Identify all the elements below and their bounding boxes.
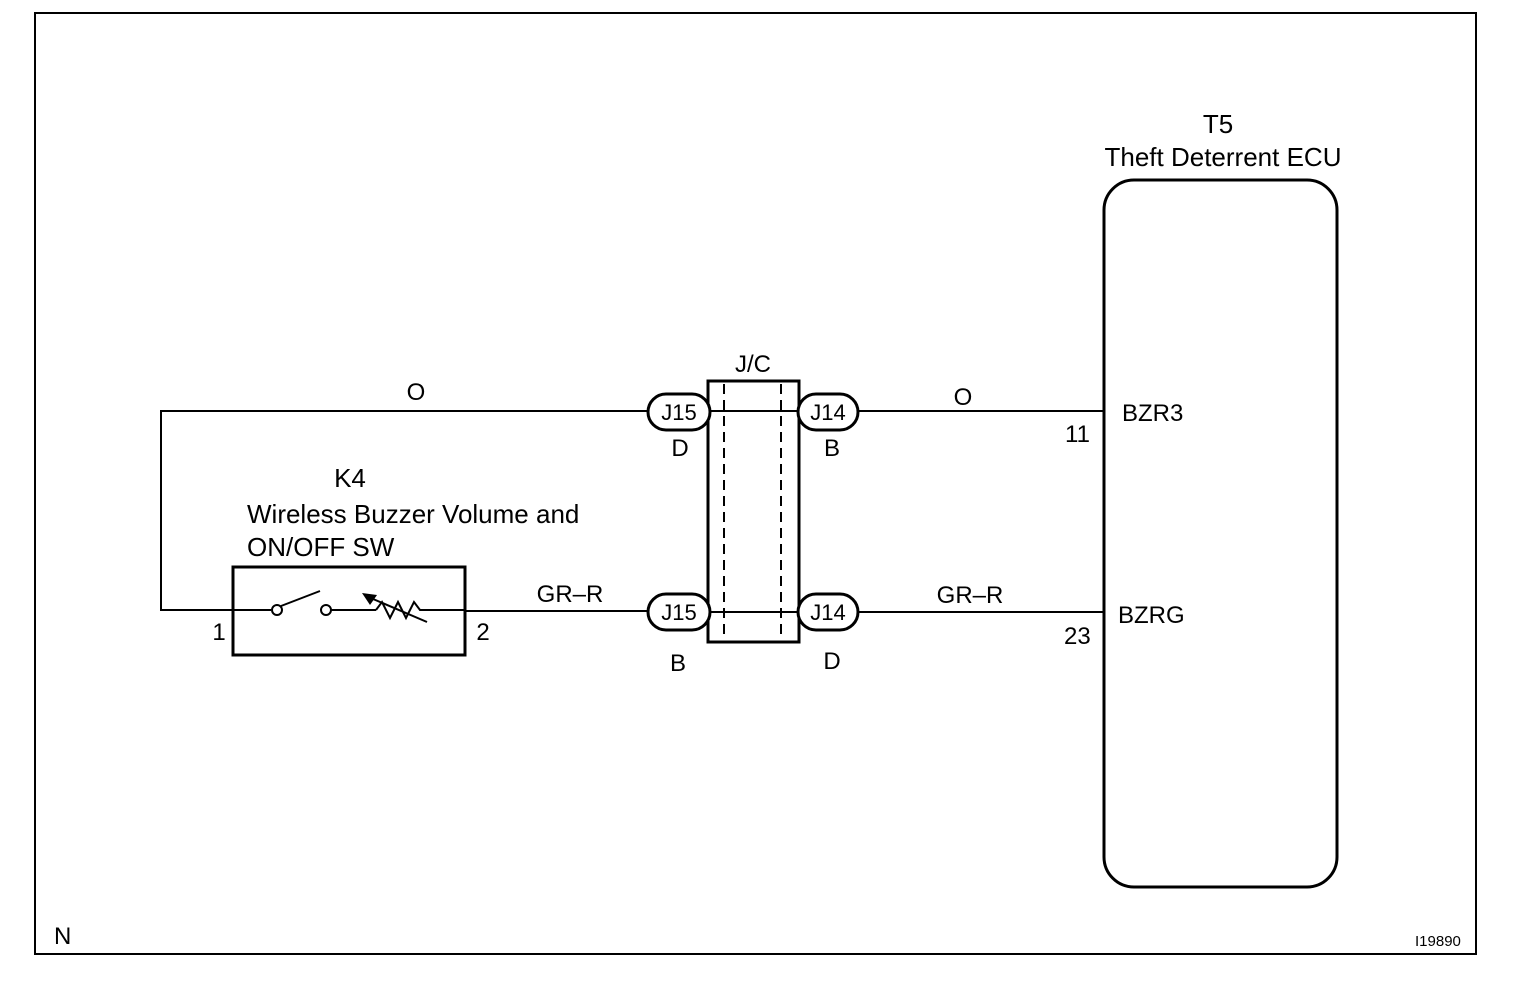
connector-j15-bottom-id: J15	[661, 600, 696, 625]
wire-label-o-left: O	[407, 379, 426, 406]
ecu-code: T5	[1203, 109, 1233, 139]
connector-j14-top: J14	[796, 392, 860, 432]
ecu-pin-bzrg-number: 23	[1064, 623, 1091, 650]
ecu-name: Theft Deterrent ECU	[1105, 142, 1342, 172]
connector-j14-top-id: J14	[810, 400, 845, 425]
connector-j15-top-id: J15	[661, 400, 696, 425]
connector-j14-top-pin: B	[824, 435, 840, 462]
connector-j15-top-pin: D	[671, 435, 688, 462]
switch-name-line2: ON/OFF SW	[247, 532, 395, 562]
switch-pin-2: 2	[476, 619, 489, 646]
variable-resistor-arrow-line	[365, 595, 428, 623]
junction-connector-box	[706, 379, 801, 644]
switch-pin-1: 1	[212, 619, 225, 646]
diagram-frame	[34, 12, 1477, 955]
switch-blade-icon	[280, 590, 321, 607]
switch-name-line1: Wireless Buzzer Volume and	[247, 499, 579, 529]
wire-label-gr-r-right: GR–R	[937, 582, 1004, 609]
connector-j14-bottom-id: J14	[810, 600, 845, 625]
wire-label-gr-r-left: GR–R	[537, 581, 604, 608]
switch-contact-2-icon	[320, 604, 332, 616]
switch-code: K4	[334, 463, 366, 493]
switch-contact-1-icon	[271, 604, 283, 616]
theft-deterrent-ecu-box	[1102, 178, 1339, 889]
junction-label: J/C	[735, 351, 771, 378]
variable-resistor-icon	[375, 599, 465, 621]
connector-j14-bottom-pin: D	[823, 648, 840, 675]
connector-j15-bottom: J15	[646, 592, 712, 632]
corner-label: N	[54, 923, 71, 950]
wire-o-left	[160, 410, 648, 611]
connector-j14-bottom: J14	[796, 592, 860, 632]
ecu-pin-bzr3-number: 11	[1065, 421, 1090, 448]
ecu-pin-bzrg-name: BZRG	[1118, 602, 1185, 629]
connector-j15-bottom-pin: B	[670, 650, 686, 677]
connector-j15-top: J15	[646, 392, 712, 432]
figure-id: I19890	[1415, 933, 1461, 950]
wire-label-o-right: O	[954, 384, 973, 411]
ecu-pin-bzr3-name: BZR3	[1122, 400, 1183, 427]
variable-resistor-arrow-head-icon	[362, 593, 377, 605]
